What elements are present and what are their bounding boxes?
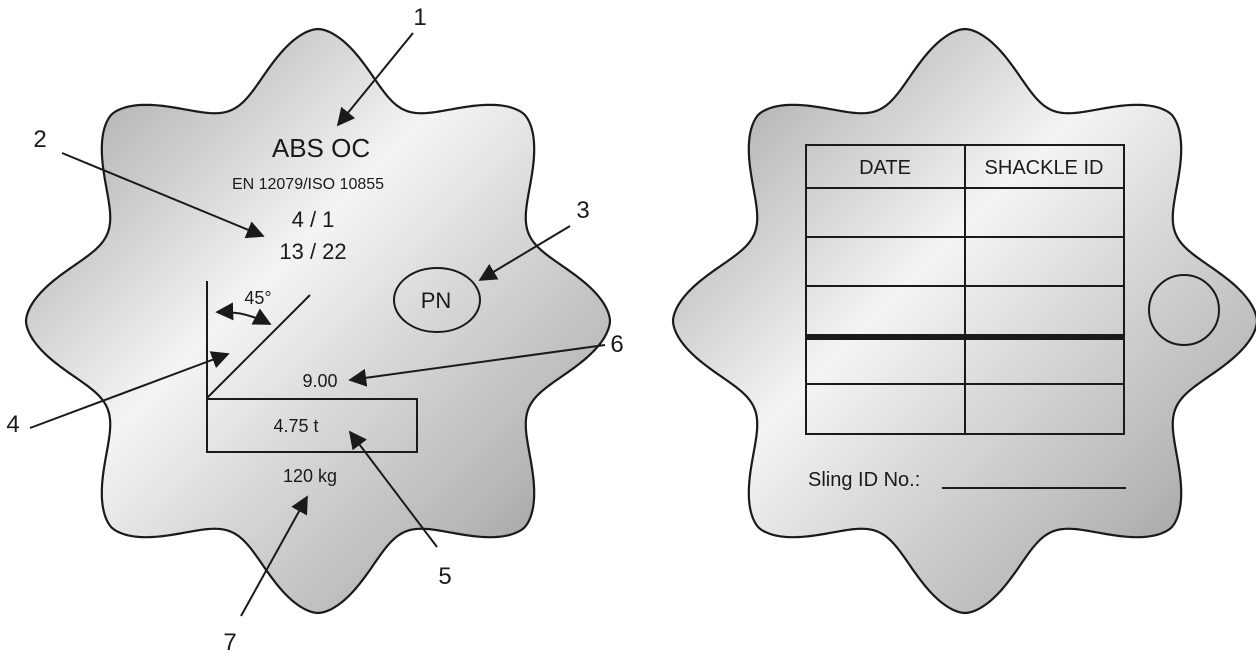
tag-value-7: 120 kg [283, 466, 337, 486]
callout-4-line [29, 351, 230, 429]
record-table: DATE SHACKLE ID [805, 144, 1125, 435]
column-header-shackle-id: SHACKLE ID [985, 157, 1104, 179]
callout-3-line [478, 225, 571, 281]
tag-value-5: 4.75 t [273, 416, 318, 436]
tag-line-b: 13 / 22 [279, 239, 346, 264]
angle-arc [215, 302, 272, 325]
angle-diagonal-line [206, 294, 311, 399]
callout-6-line [348, 344, 606, 387]
tag-line-a: 4 / 1 [292, 207, 335, 232]
angle-label: 45° [244, 288, 271, 308]
pn-mark: PN [421, 288, 452, 313]
tag-title: ABS OC [272, 133, 370, 163]
callout-1-number: 1 [413, 4, 426, 31]
tag-standard: EN 12079/ISO 10855 [232, 176, 384, 193]
callout-2-line [61, 152, 265, 239]
pn-ellipse [393, 267, 481, 333]
front-tag-plate [24, 27, 612, 615]
load-box [206, 398, 418, 453]
callout-2-number: 2 [33, 126, 46, 153]
tag-value-6: 9.00 [302, 371, 337, 391]
callout-4-number: 4 [6, 411, 19, 438]
callout-5-number: 5 [438, 563, 451, 590]
callout-1-line [336, 32, 414, 127]
callout-7-number: 7 [223, 629, 236, 655]
callout-6-number: 6 [610, 331, 623, 358]
column-header-date: DATE [859, 157, 911, 179]
tag-hole [1148, 274, 1220, 346]
callout-7-line [240, 495, 308, 617]
callout-3-number: 3 [576, 197, 589, 224]
sling-id-label: Sling ID No.: [808, 469, 920, 491]
